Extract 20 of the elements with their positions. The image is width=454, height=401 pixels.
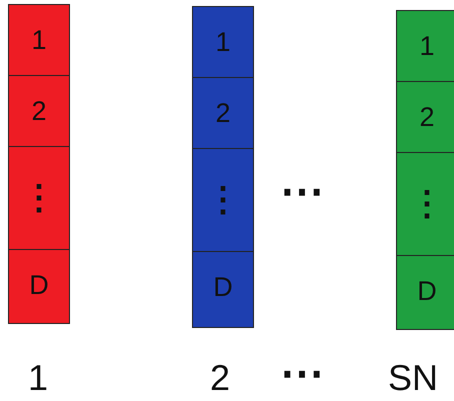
column-number: SN: [388, 360, 438, 396]
column-number: 1: [28, 360, 48, 396]
cell: D: [397, 256, 454, 327]
cell: 2: [193, 78, 253, 149]
ellipsis-dots: ⋯: [280, 170, 324, 214]
column-bar: [192, 6, 254, 328]
ellipsis-dots: ⋯: [280, 352, 324, 396]
cell: 2: [9, 76, 69, 147]
cell: ⋮: [9, 147, 69, 250]
column-bar: [396, 10, 454, 330]
cell: D: [193, 252, 253, 323]
cell: 1: [193, 7, 253, 78]
cell: 1: [397, 11, 454, 82]
cell: 2: [397, 82, 454, 153]
column-bar: [8, 4, 70, 324]
cell: D: [9, 250, 69, 321]
cell: ⋮: [193, 149, 253, 252]
cell: 1: [9, 5, 69, 76]
cell: ⋮: [397, 153, 454, 256]
column-number: 2: [210, 360, 230, 396]
